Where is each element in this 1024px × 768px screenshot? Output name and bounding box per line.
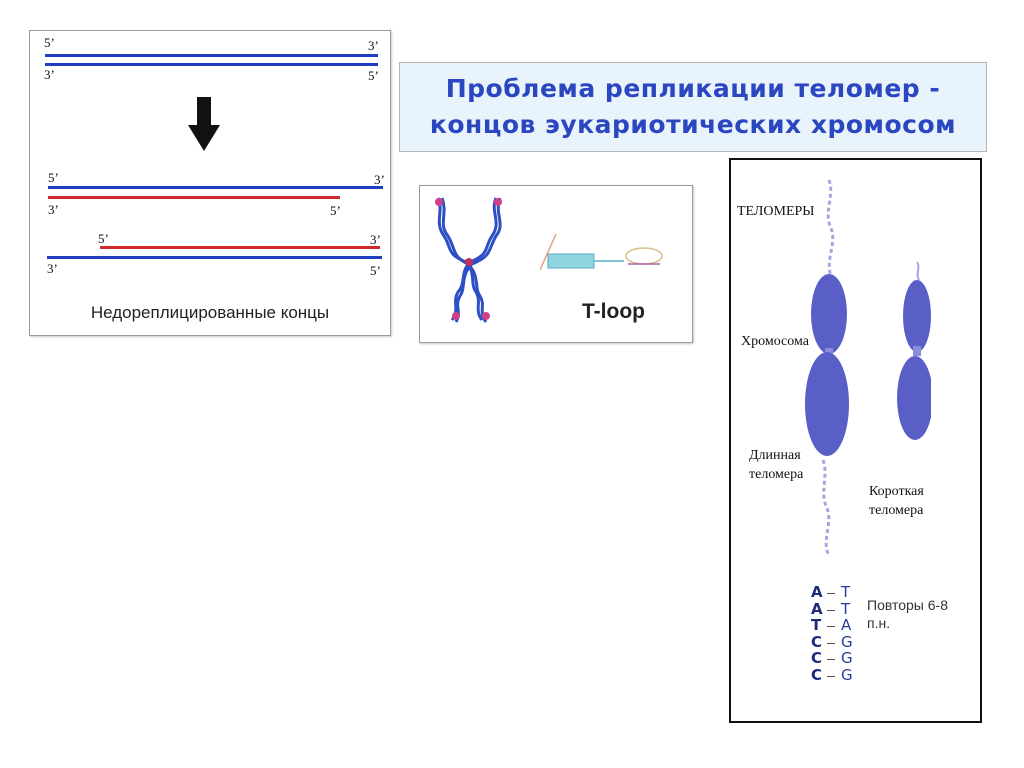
base-right: G	[841, 649, 853, 667]
base-bond	[827, 642, 835, 644]
prime-label: 5’	[48, 170, 59, 185]
down-arrow-icon	[188, 97, 220, 151]
parent-strand-top	[45, 54, 378, 57]
base-bond	[827, 626, 835, 627]
long-telomere-label: Длинная теломера	[749, 448, 804, 482]
prime-label: 5’	[44, 35, 55, 50]
base-left: C	[811, 649, 823, 667]
template-strand	[48, 186, 383, 189]
base-bond	[827, 593, 835, 594]
template-strand	[47, 256, 382, 259]
chromosome-label: Хромосома	[741, 334, 809, 349]
tloop-illustration	[540, 233, 663, 271]
base-right: A	[841, 616, 852, 634]
base-right: G	[841, 665, 853, 684]
base-left: A	[811, 599, 823, 618]
chromosome-illustration	[805, 179, 931, 557]
replication-caption: Недореплицированные концы	[90, 303, 330, 322]
base-right: T	[841, 599, 851, 618]
base-bond	[827, 675, 835, 677]
base-left: A	[811, 583, 823, 601]
prime-label: 3’	[48, 202, 59, 217]
replication-diagram-panel: 5’ 3’ 3’ 5’ 5’ 3’ 3’ 5’ 5’ 3’ 3’ 5’ Недо…	[29, 30, 391, 336]
prime-label: 3’	[374, 172, 385, 187]
base-left: C	[811, 632, 823, 651]
title-line-2: концов эукариотических хромосом	[429, 110, 957, 139]
base-left: T	[811, 616, 822, 634]
base-bond	[827, 609, 835, 611]
title-line-1: Проблема репликации теломер -	[445, 74, 941, 103]
short-telomere-label: Короткая теломера	[869, 484, 924, 518]
repeats-label: Повторы 6-8 п.н.	[867, 597, 948, 631]
base-right: T	[841, 583, 851, 601]
tloop-label: T-loop	[582, 300, 645, 323]
prime-label: 5’	[98, 231, 109, 246]
telomere-diagram-panel: ТЕЛОМЕРЫ Хромосома Длинная теломера Коро…	[729, 158, 982, 723]
prime-label: 5’	[370, 263, 381, 278]
prime-label: 5’	[368, 68, 379, 83]
daughter-strand	[100, 246, 380, 249]
base-bond	[827, 659, 835, 660]
chromosome-x-illustration	[435, 197, 502, 323]
telomeres-label: ТЕЛОМЕРЫ	[737, 204, 815, 219]
parent-strand-bottom	[45, 63, 378, 66]
base-right: G	[841, 632, 853, 651]
base-left: C	[811, 665, 823, 684]
page-title: Проблема репликации теломер - концов эук…	[400, 71, 986, 143]
prime-label: 3’	[368, 38, 379, 53]
prime-label: 3’	[47, 261, 58, 276]
tloop-panel: T-loop	[419, 185, 693, 343]
prime-label: 3’	[44, 67, 55, 82]
daughter-strand	[48, 196, 340, 199]
prime-label: 3’	[370, 232, 381, 247]
prime-label: 5’	[330, 203, 341, 218]
title-banner: Проблема репликации теломер - концов эук…	[399, 62, 987, 152]
